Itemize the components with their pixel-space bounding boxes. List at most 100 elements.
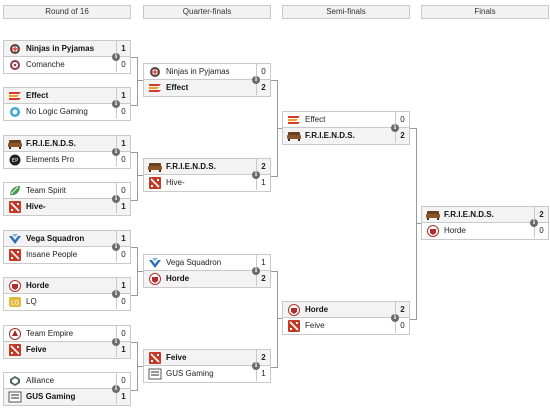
team-score: 2 [256, 350, 270, 365]
team-row[interactable]: F.R.I.E.N.D.S.2 [282, 128, 410, 145]
team-score: 0 [116, 57, 130, 72]
bracket-connector-line [137, 175, 143, 176]
match-info-icon[interactable]: i [112, 53, 120, 61]
match-info-icon[interactable]: i [112, 290, 120, 298]
team-row[interactable]: F.R.I.E.N.D.S. 1 [3, 135, 131, 152]
team-score: 1 [116, 136, 130, 151]
dota-icon [8, 249, 22, 261]
match-info-icon[interactable]: i [252, 362, 260, 370]
team-score: 1 [116, 199, 130, 214]
team-name: Feive [166, 353, 187, 362]
dota-icon [8, 201, 22, 213]
team-row[interactable]: Effect 0 [282, 111, 410, 128]
horde-icon [426, 225, 440, 237]
team-score: 1 [116, 88, 130, 103]
team-name: Feive [26, 345, 47, 354]
team-name: Feive [305, 321, 325, 330]
match-info-icon[interactable]: i [252, 171, 260, 179]
team-row[interactable]: Horde 1 [3, 277, 131, 294]
team-name: Ninjas in Pyjamas [26, 44, 95, 53]
lq-icon: LQ [8, 296, 22, 308]
match-info-icon[interactable]: i [112, 385, 120, 393]
bracket-connector [131, 152, 138, 201]
team-score: 0 [395, 112, 409, 127]
team-row[interactable]: Ninjas in Pyjamas 1 [3, 40, 131, 57]
team-row[interactable]: F.R.I.E.N.D.S.2 [421, 206, 549, 223]
team-name: Hive- [166, 178, 185, 187]
team-row[interactable]: Feive 2 [143, 349, 271, 366]
match-info-icon[interactable]: i [112, 148, 120, 156]
team-name: Alliance [26, 376, 55, 385]
team-row[interactable]: Hive- 1 [143, 175, 271, 192]
team-name: F.R.I.E.N.D.S. [26, 139, 76, 148]
match-info-icon[interactable]: i [112, 243, 120, 251]
team-score: 1 [256, 366, 270, 381]
team-name: GUS Gaming [166, 369, 214, 378]
match-info-icon[interactable]: i [530, 219, 538, 227]
alliance-icon [8, 375, 22, 387]
match-info-icon[interactable]: i [252, 76, 260, 84]
svg-text:EP: EP [12, 158, 18, 164]
match-info-icon[interactable]: i [112, 195, 120, 203]
team-name: Effect [305, 115, 326, 124]
team-name: Elements Pro [26, 155, 75, 164]
match-info-icon[interactable]: i [391, 314, 399, 322]
team-score: 2 [534, 207, 548, 222]
team-score: 1 [116, 342, 130, 357]
team-score: 1 [116, 278, 130, 293]
team-score: 1 [256, 175, 270, 190]
team-score: 1 [116, 389, 130, 404]
match-info-icon[interactable]: i [391, 124, 399, 132]
gus-icon [8, 391, 22, 403]
effect-icon [8, 90, 22, 102]
team-name: Ninjas in Pyjamas [166, 67, 230, 76]
match-info-icon[interactable]: i [112, 338, 120, 346]
bracket-connector [271, 271, 278, 368]
team-score: 0 [534, 223, 548, 238]
team-name: Effect [166, 83, 189, 92]
empire-icon [8, 328, 22, 340]
team-row[interactable]: Feive 1 [3, 342, 131, 359]
nologic-icon [8, 106, 22, 118]
team-name: Horde [26, 281, 50, 290]
effect-icon [148, 82, 162, 94]
dota-icon [148, 352, 162, 364]
team-score: 1 [116, 41, 130, 56]
round-header-quarter-finals: Quarter-finals [143, 5, 271, 19]
team-row[interactable]: GUS Gaming 1 [143, 366, 271, 383]
couch-icon [287, 130, 301, 142]
team-name: Vega Squadron [26, 234, 85, 243]
match-info-icon[interactable]: i [112, 100, 120, 108]
match-info-icon[interactable]: i [252, 267, 260, 275]
team-score: 0 [116, 294, 130, 309]
team-row[interactable]: F.R.I.E.N.D.S.2 [143, 158, 271, 175]
team-row[interactable]: Hive-1 [3, 199, 131, 216]
